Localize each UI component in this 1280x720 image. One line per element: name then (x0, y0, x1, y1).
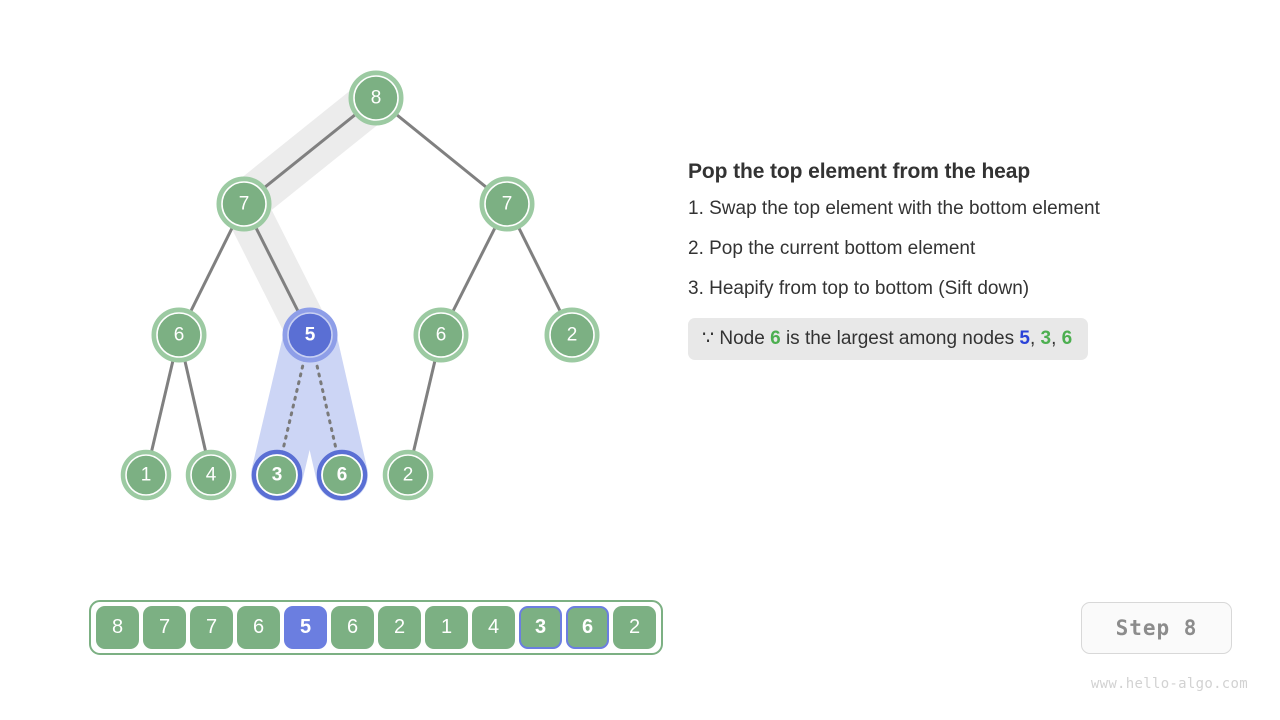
array-cell[interactable]: 2 (613, 606, 656, 649)
heap-array-view: 8 7 7 6 5 6 2 1 4 3 6 2 (89, 600, 663, 655)
tree-node[interactable]: 7 (479, 176, 535, 232)
tree-node[interactable]: 2 (544, 307, 600, 363)
node-value: 3 (272, 465, 283, 486)
tree-node[interactable]: 7 (216, 176, 272, 232)
reason-callout: ∵ Node 6 is the largest among nodes 5, 3… (688, 318, 1089, 360)
node-value: 2 (403, 465, 414, 486)
array-cell-outlined[interactable]: 6 (566, 606, 609, 649)
reason-candidate-1: 5 (1019, 328, 1030, 349)
tree-node-compared[interactable]: 3 (251, 449, 303, 501)
node-value: 2 (567, 325, 578, 346)
node-value: 6 (174, 325, 185, 346)
array-cell-selected[interactable]: 5 (284, 606, 327, 649)
edge (375, 96, 509, 206)
node-value: 4 (206, 465, 217, 486)
reason-subject: 6 (770, 328, 781, 349)
tree-edges (141, 96, 574, 477)
explanation-panel: Pop the top element from the heap 1. Swa… (688, 160, 1228, 360)
array-cell[interactable]: 6 (237, 606, 280, 649)
array-cell[interactable]: 6 (331, 606, 374, 649)
array-cell-outlined[interactable]: 3 (519, 606, 562, 649)
reason-candidate-3: 6 (1061, 328, 1073, 349)
array-cell[interactable]: 7 (190, 606, 233, 649)
tree-nodes: 8 7 7 6 5 6 (120, 70, 600, 501)
heap-tree-diagram: 8 7 7 6 5 6 (120, 70, 600, 501)
because-symbol: ∵ (702, 328, 715, 349)
tree-node-current[interactable]: 5 (282, 307, 338, 363)
edge (242, 96, 377, 206)
step-badge: Step 8 (1081, 602, 1232, 654)
step-line-3: 3. Heapify from top to bottom (Sift down… (688, 278, 1030, 299)
node-value: 1 (141, 465, 152, 486)
reason-prefix: Node (719, 328, 765, 349)
array-cell[interactable]: 7 (143, 606, 186, 649)
tree-node[interactable]: 1 (120, 449, 172, 501)
node-value: 6 (436, 325, 447, 346)
array-cell[interactable]: 4 (472, 606, 515, 649)
array-cell[interactable]: 2 (378, 606, 421, 649)
tree-node[interactable]: 6 (413, 307, 469, 363)
step-line-1: 1. Swap the top element with the bottom … (688, 198, 1100, 219)
tree-node[interactable]: 6 (151, 307, 207, 363)
node-value: 7 (239, 194, 250, 215)
node-value: 6 (337, 465, 348, 486)
tree-node[interactable]: 2 (382, 449, 434, 501)
reason-middle: is the largest among nodes (785, 328, 1015, 349)
page-title: Pop the top element from the heap (688, 160, 1031, 183)
node-value: 8 (371, 88, 382, 109)
reason-candidate-2: 3 (1040, 328, 1052, 349)
step-line-2: 2. Pop the current bottom element (688, 238, 976, 259)
watermark: www.hello-algo.com (1090, 676, 1248, 692)
reason-comma-1: , (1029, 328, 1036, 349)
reason-comma-2: , (1051, 328, 1057, 349)
array-cell[interactable]: 1 (425, 606, 468, 649)
node-value: 5 (305, 325, 316, 346)
array-cell[interactable]: 8 (96, 606, 139, 649)
tree-node[interactable]: 4 (185, 449, 237, 501)
tree-node[interactable]: 8 (348, 70, 404, 126)
tree-node-compared[interactable]: 6 (316, 449, 368, 501)
node-value: 7 (502, 194, 513, 215)
